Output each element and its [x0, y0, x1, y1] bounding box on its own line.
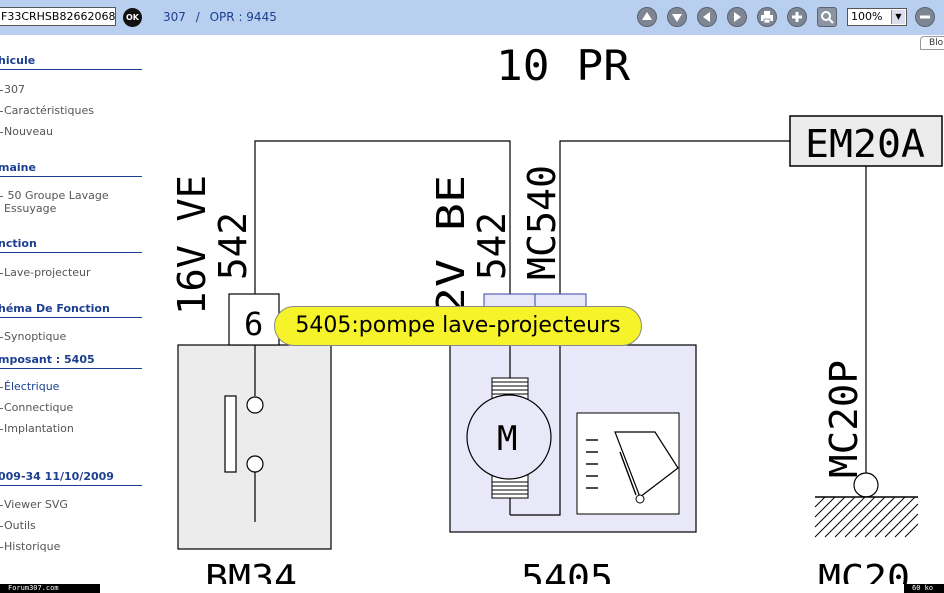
printer-icon [761, 11, 773, 24]
label-mc20: MC20 [818, 558, 910, 584]
wire-label-542-left: 542 [211, 212, 255, 280]
wire-label-16v-ve: 16V VE [170, 175, 214, 315]
arrow-down-button[interactable] [667, 7, 687, 27]
vin-input[interactable]: F33CRHSB82662068 [0, 7, 116, 26]
wire-label-mc540: MC540 [520, 165, 564, 280]
section-domaine-title: maine [0, 161, 142, 177]
wire-label-542-mid: 542 [470, 212, 514, 280]
motor-label: M [497, 419, 517, 459]
print-button[interactable] [757, 7, 777, 27]
sidebar-item-connectique[interactable]: Connectique [0, 401, 73, 414]
arrow-up-button[interactable] [637, 7, 657, 27]
sidebar-item-groupe-lavage[interactable]: 50 Groupe Lavage Essuyage [0, 189, 109, 215]
arrow-right-button[interactable] [727, 7, 747, 27]
section-vehicule-title: hicule [0, 54, 142, 70]
breadcrumb-separator: / [195, 10, 200, 24]
arrow-left-icon [703, 12, 710, 22]
sidebar-item-model[interactable]: 307 [0, 83, 25, 96]
arrow-up-icon [642, 12, 652, 20]
ground-mc20[interactable] [814, 472, 919, 538]
motor-symbol: M [466, 377, 552, 499]
sidebar-item-lave-projecteur[interactable]: Lave-projecteur [0, 266, 91, 279]
sidebar-item-caracteristiques[interactable]: Caractéristiques [0, 104, 94, 117]
breadcrumb-opr[interactable]: OPR : 9445 [209, 10, 277, 24]
arrow-left-button[interactable] [697, 7, 717, 27]
washer-gauge-icon [576, 412, 680, 515]
arrow-right-icon [734, 12, 741, 22]
sidebar-item-viewer-svg[interactable]: Viewer SVG [0, 498, 68, 511]
sidebar-item-nouveau[interactable]: Nouveau [0, 125, 53, 138]
sidebar-item-electrique[interactable]: Électrique [0, 380, 59, 393]
sidebar-item-groupe-lavage-line1: 50 Groupe Lavage [7, 189, 109, 202]
chevron-down-icon: ▼ [891, 10, 905, 24]
zoom-button[interactable] [817, 7, 837, 27]
sidebar-item-historique[interactable]: Historique [0, 540, 60, 553]
plus-button[interactable] [787, 7, 807, 27]
footer-watermark: Forum307.com [0, 584, 100, 593]
em20a-box[interactable] [789, 115, 943, 167]
ok-button[interactable]: OK [123, 8, 142, 27]
label-bm34: BM34 [205, 558, 297, 584]
minus-icon [920, 15, 930, 19]
bm34-pin-6: 6 [244, 305, 263, 343]
component-tooltip: 5405:pompe lave-projecteurs [274, 306, 642, 346]
label-5405: 5405 [521, 558, 613, 584]
breadcrumb: 307 / OPR : 9445 [163, 10, 277, 24]
plus-icon [792, 12, 802, 22]
breadcrumb-model[interactable]: 307 [163, 10, 186, 24]
minus-button[interactable] [915, 7, 935, 27]
ground-label-mc20p: MC20P [822, 360, 866, 478]
wire-label-2v-be: 2V BE [429, 175, 473, 315]
wires [254, 140, 867, 473]
bloc-tab[interactable]: Blo [920, 36, 944, 50]
sidebar-item-synoptique[interactable]: Synoptique [0, 330, 66, 343]
relay-symbol [224, 345, 264, 522]
em20a-label: EM20A [805, 122, 925, 166]
section-composant-title: mposant : 5405 [0, 353, 142, 369]
bm34-connector[interactable] [228, 293, 280, 346]
section-version-title: 009-34 11/10/2009 [0, 470, 142, 486]
arrow-down-icon [672, 14, 682, 22]
diagram-title: 10 PR [496, 41, 631, 90]
section-fonction-title: nction [0, 237, 142, 253]
zoom-select[interactable]: 100% ▼ [847, 8, 907, 26]
wiring-diagram[interactable]: 10 PR EM20A 16V VE 542 2V BE 542 MC540 M… [145, 35, 944, 584]
section-schema-title: héma De Fonction [0, 302, 142, 318]
sidebar: hicule 307 Caractéristiques Nouveau main… [0, 35, 145, 593]
magnifier-icon [821, 11, 834, 24]
sidebar-item-outils[interactable]: Outils [0, 519, 36, 532]
footer-size: 60 ko [904, 584, 944, 593]
top-toolbar: F33CRHSB82662068 OK 307 / OPR : 9445 100… [0, 0, 944, 35]
sidebar-item-groupe-lavage-line2: Essuyage [4, 202, 57, 215]
zoom-value: 100% [851, 10, 883, 23]
sidebar-item-implantation[interactable]: Implantation [0, 422, 74, 435]
